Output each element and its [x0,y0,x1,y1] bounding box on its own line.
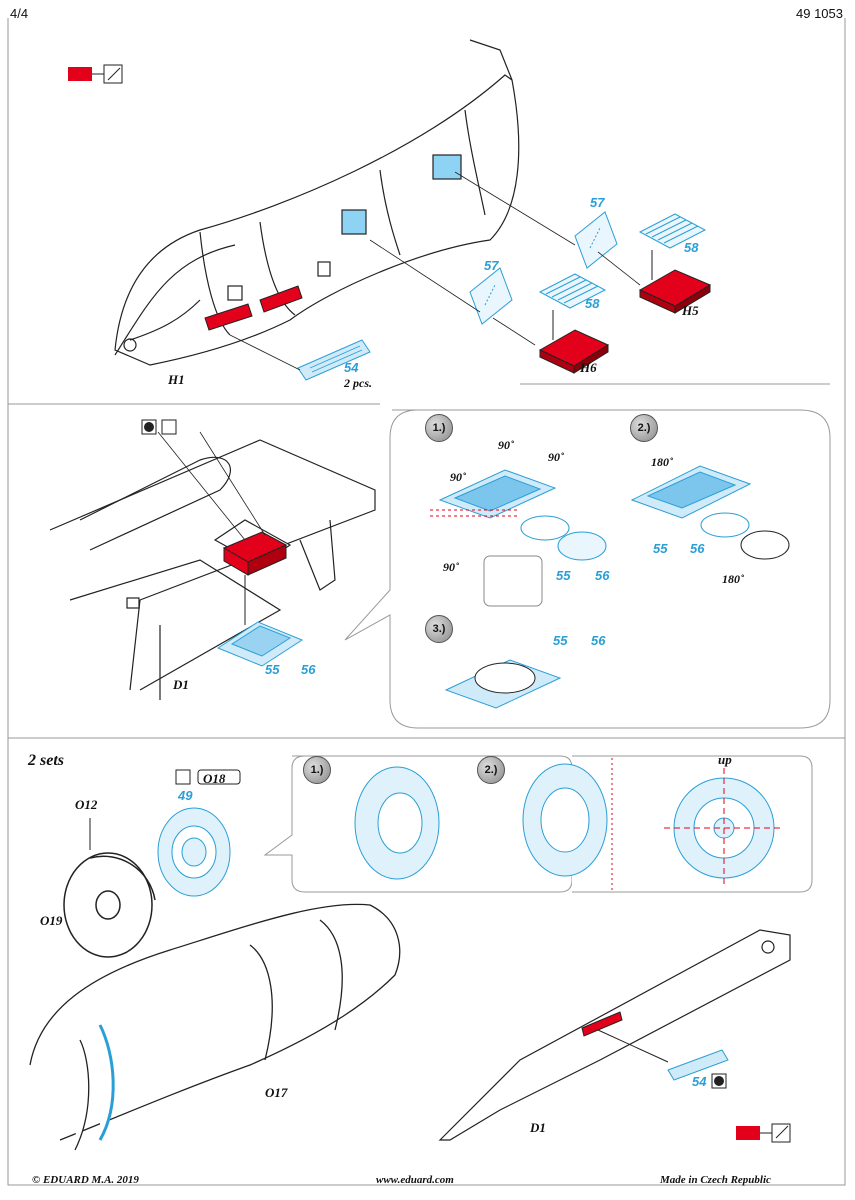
angle-6: 180˚ [722,572,744,586]
part-56-step2: 56 [690,541,705,556]
red-paint-swatch-bottom [736,1126,760,1140]
copyright: © EDUARD M.A. 2019 [32,1174,139,1186]
etched-part-icon [161,419,177,435]
sets-note: 2 sets [28,752,64,769]
red-panel-right [259,285,303,313]
disc-step-1-badge: 1.) [303,756,331,784]
angle-1: 90˚ [498,438,514,452]
part-56-disc [740,530,790,560]
angle-5: 180˚ [651,455,673,469]
etch-54-bottom [667,1049,729,1081]
label-h5: H5 [682,303,699,318]
part-56-step3: 56 [591,633,606,648]
fold-step-1 [438,469,607,561]
divider-1 [8,383,830,405]
part-55-step1: 55 [556,568,571,583]
cockpit-detail [49,439,376,700]
page-number: 4/4 [10,6,29,21]
part-58-h6: 58 [585,296,600,311]
engine-duct-o17 [29,903,401,1151]
part-o18-box [197,769,241,785]
part-56-step1: 56 [595,568,610,583]
label-h1: H1 [168,372,185,387]
zoom-inset [483,555,543,607]
step-1-badge: 1.) [425,414,453,442]
fuselage-section [114,39,520,366]
angle-2: 90˚ [548,450,564,464]
etch-57-h5 [574,211,618,269]
plastic-part-icon [175,769,191,785]
label-o12: O12 [75,797,98,812]
label-d1-top: D1 [173,677,189,692]
website: www.eduard.com [376,1174,454,1186]
detail-callout-d1 [344,409,831,729]
wheel-o19 [63,852,156,958]
step-2-badge: 2.) [630,414,658,442]
etch-part-54-top [297,339,371,381]
part-55-step2: 55 [653,541,668,556]
part-56-d1: 56 [301,662,316,677]
etch-58-h6 [538,273,607,309]
etch-seat-d1 [216,621,304,667]
etch-58-h5 [638,213,707,249]
red-panel-d1 [581,1011,623,1037]
h5-block [638,269,712,314]
part-55-step3: 55 [553,633,568,648]
kit-code: 49 1053 [796,6,843,21]
page-frame [7,18,846,1186]
part-57-h5: 57 [590,195,605,210]
fold-step-2 [630,465,752,538]
part-54-qty: 2 pcs. [344,376,372,390]
disc-step-2 [522,763,608,877]
disc-step-1 [354,766,440,880]
fuselage-d1 [438,929,791,1141]
label-o19: O19 [40,913,63,928]
red-panel-left [204,303,253,331]
label-d1-bottom: D1 [530,1120,546,1135]
etch-57-h6 [469,267,513,325]
part-55-d1: 55 [265,662,280,677]
part-57-h6: 57 [484,258,499,273]
part-54-top: 54 [344,360,359,375]
etch-disc-49 [157,807,231,897]
step-3-badge: 3.) [425,615,453,643]
made-in: Made in Czech Republic [660,1174,771,1186]
label-o18: O18 [203,771,226,786]
disc-step-2-badge: 2.) [477,756,505,784]
part-58-h5: 58 [684,240,699,255]
label-o17: O17 [265,1085,288,1100]
up-label: up [718,752,732,767]
label-h6: H6 [580,360,597,375]
part-49: 49 [178,788,193,803]
part-54-bottom: 54 [692,1074,707,1089]
h6-block [538,329,610,374]
angle-4: 90˚ [443,560,459,574]
angle-3: 90˚ [450,470,466,484]
red-paint-swatch [68,67,92,81]
etched-part-icon [103,64,123,84]
fold-step-3 [444,659,562,709]
red-seat-area [222,531,288,576]
